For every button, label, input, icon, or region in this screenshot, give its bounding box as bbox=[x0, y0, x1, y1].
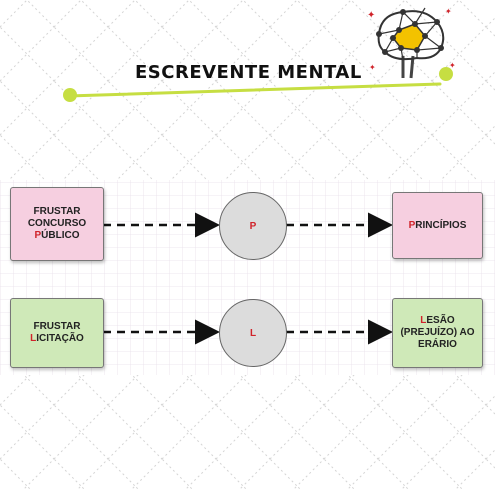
circle-l: L bbox=[219, 299, 287, 367]
header: ESCREVENTE MENTAL ✦ ✦ ✦ ✦ bbox=[0, 0, 495, 110]
box-principios: PRINCÍPIOS bbox=[392, 192, 483, 259]
svg-text:✦: ✦ bbox=[445, 7, 452, 16]
svg-text:✦: ✦ bbox=[369, 63, 376, 72]
box-line-rest: ESÃO bbox=[426, 315, 455, 326]
box-line: LICITAÇÃO bbox=[30, 333, 84, 345]
highlight-letter: P bbox=[34, 230, 42, 241]
box-lesao-ao-erario: LESÃO (PREJUÍZO) AO ERÁRIO bbox=[392, 298, 483, 368]
title-underline bbox=[63, 67, 453, 102]
box-line: (PREJUÍZO) AO bbox=[400, 327, 475, 338]
circle-p: P bbox=[219, 192, 287, 260]
box-frustar-licitacao: FRUSTAR LICITAÇÃO bbox=[10, 298, 104, 368]
highlight-letter: L bbox=[420, 315, 427, 326]
box-line-rest: ICITAÇÃO bbox=[36, 333, 84, 344]
svg-text:✦: ✦ bbox=[367, 10, 375, 21]
box-line: ERÁRIO bbox=[418, 339, 457, 350]
highlight-letter: L bbox=[30, 333, 37, 344]
box-line-rest: ÚBLICO bbox=[41, 230, 80, 241]
page-title: ESCREVENTE MENTAL bbox=[135, 62, 362, 83]
box-line: LESÃO bbox=[400, 315, 474, 327]
box-line: CONCURSO bbox=[27, 218, 87, 229]
box-frustar-concurso-publico: FRUSTAR CONCURSO PÚBLICO bbox=[10, 187, 104, 261]
brain-network-icon: ✦ ✦ ✦ ✦ bbox=[367, 7, 455, 79]
box-line: FRUSTAR bbox=[33, 206, 81, 217]
box-line: FRUSTAR bbox=[33, 321, 81, 332]
highlight-letter: P bbox=[408, 219, 416, 231]
box-line: PÚBLICO bbox=[28, 230, 86, 242]
box-line-rest: RINCÍPIOS bbox=[415, 219, 467, 231]
svg-text:✦: ✦ bbox=[449, 61, 455, 70]
